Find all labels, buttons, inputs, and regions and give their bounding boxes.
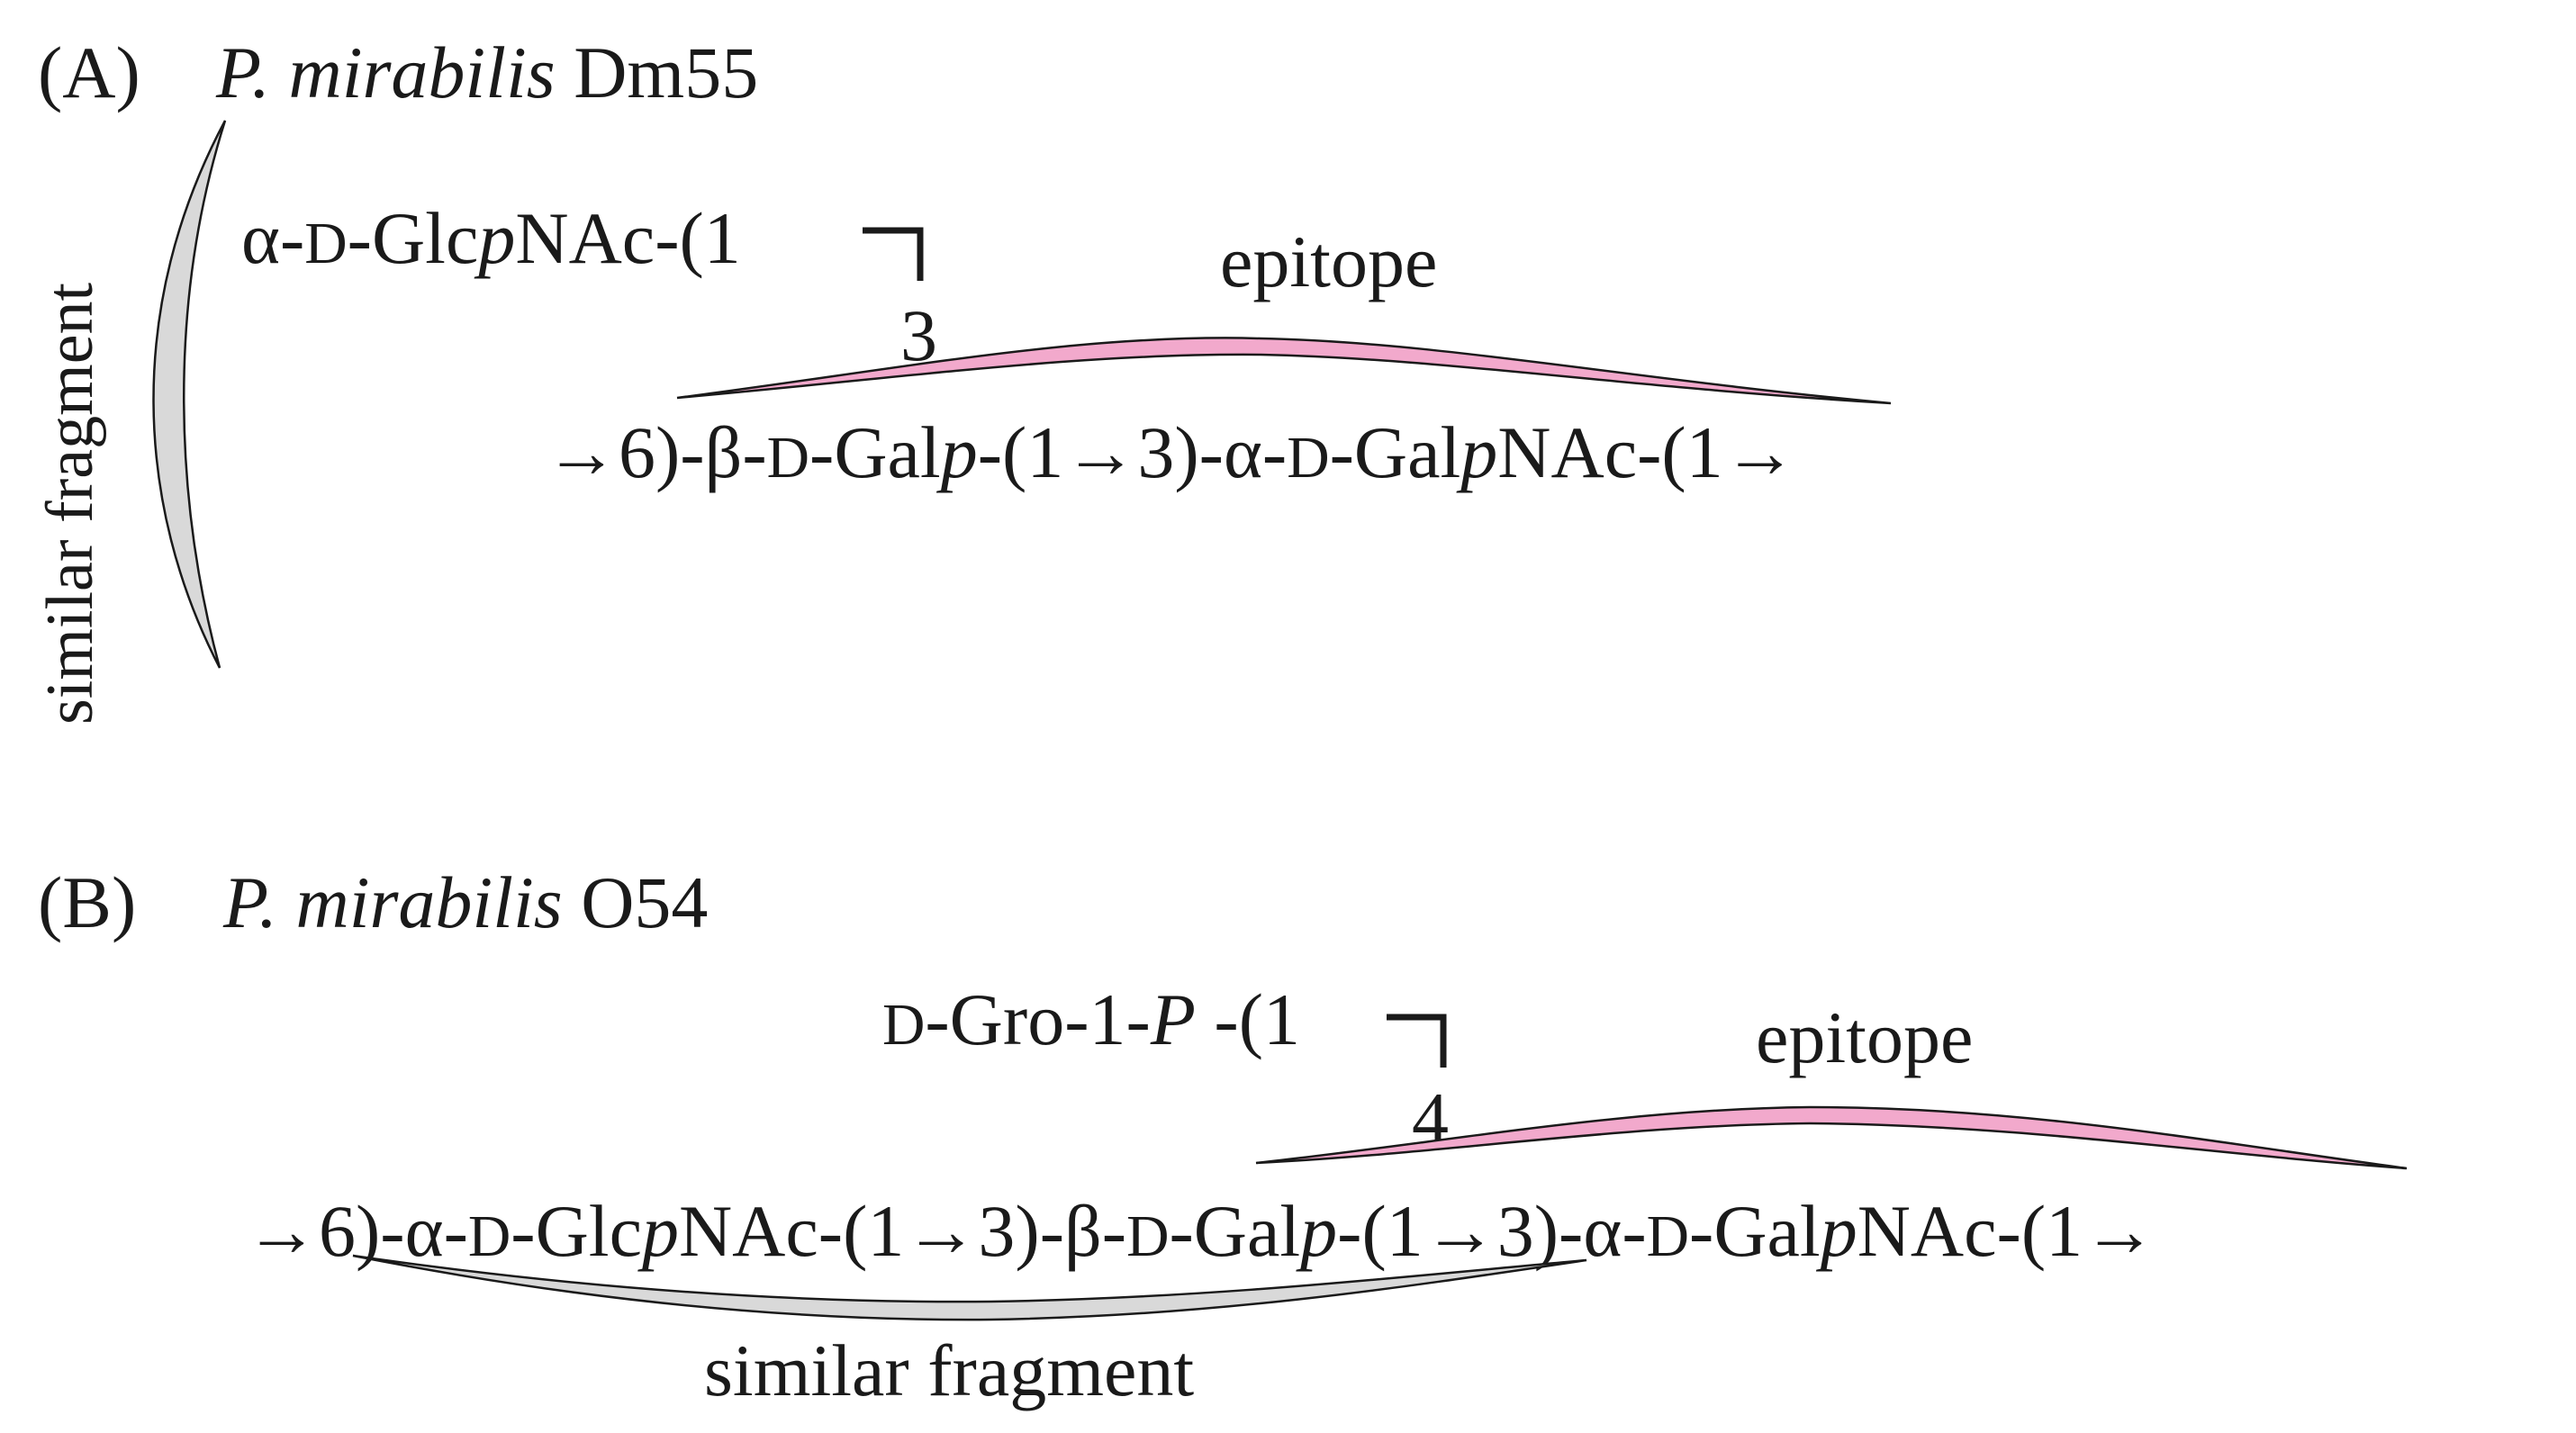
- panel-b-main-chain: →6)-α-D-GlcpNAc-(1→3)-β-D-Galp-(1→3)-α-D…: [245, 1190, 2156, 1272]
- panel-b-epitope-label: epitope: [1756, 996, 1973, 1078]
- panel-b-side-chain: D-Gro-1-P -(1: [882, 978, 1300, 1060]
- panel-a-side-chain: α-D-GlcpNAc-(1: [241, 197, 741, 279]
- panel-a-strain: Dm55: [574, 32, 758, 113]
- panel-a: (A) P. mirabilis Dm55 similar fragment α…: [33, 32, 1892, 725]
- panel-a-similar-label: similar fragment: [33, 282, 107, 725]
- panel-b-similar-brace: [352, 1254, 1587, 1321]
- panel-a-label: (A): [38, 32, 140, 113]
- panel-b-epitope-brace: [1255, 1105, 2408, 1170]
- panel-a-similar-brace: [152, 120, 227, 669]
- panel-a-main-chain: →6)-β-D-Galp-(1→3)-α-D-GalpNAc-(1→: [545, 411, 1797, 493]
- panel-b-similar-label: similar fragment: [704, 1329, 1194, 1411]
- panel-a-epitope-brace: [676, 337, 1892, 405]
- panel-b-label: (B): [38, 861, 136, 943]
- panel-b-genus: P. mirabilis: [222, 861, 563, 943]
- panel-b-title: P. mirabilis O54: [222, 861, 708, 943]
- panel-a-title: P. mirabilis Dm55: [215, 32, 758, 113]
- panel-b-branch-connector: [1387, 1014, 1447, 1068]
- panel-a-epitope-label: epitope: [1220, 221, 1437, 302]
- panel-b-strain: O54: [581, 861, 708, 943]
- panel-b: (B) P. mirabilis O54 D-Gro-1-P -(1 4 epi…: [38, 861, 2408, 1411]
- panel-a-branch-connector: [863, 227, 924, 281]
- panel-a-genus: P. mirabilis: [215, 32, 556, 113]
